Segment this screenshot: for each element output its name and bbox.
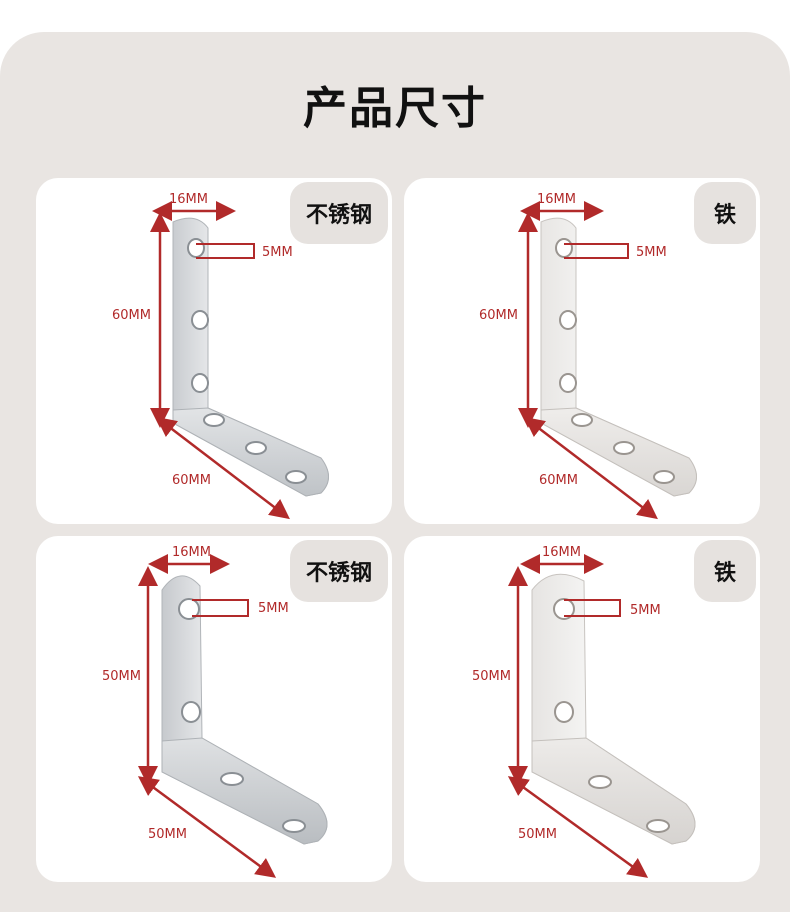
- length-label: 60MM: [539, 473, 578, 488]
- product-card-iron-60: 16MM 5MM 60MM 60MM 铁: [404, 178, 760, 524]
- material-badge: 不锈钢: [289, 540, 388, 602]
- material-badge: 不锈钢: [289, 182, 388, 244]
- hole-label: 5MM: [630, 603, 661, 618]
- dimension-lines: [507, 554, 649, 878]
- bracket-diagram: 16MM 5MM 60MM 60MM: [479, 192, 697, 520]
- product-card-iron-50: 16MM 5MM 50MM 50MM 铁: [404, 536, 760, 882]
- hole-label: 5MM: [258, 601, 289, 616]
- product-card-stainless-60: 16MM 5MM 60MM 60MM 不锈钢: [36, 178, 392, 524]
- bracket-diagram: 16MM 5MM 50MM 50MM: [102, 545, 328, 878]
- height-label: 50MM: [102, 669, 141, 684]
- metal-bracket: [531, 573, 696, 845]
- height-label: 50MM: [472, 669, 511, 684]
- dimension-lines: [137, 554, 277, 878]
- bracket-diagram: 16MM 5MM 50MM 50MM: [472, 545, 696, 878]
- length-label: 60MM: [172, 473, 211, 488]
- metal-bracket: [540, 217, 697, 497]
- height-label: 60MM: [112, 308, 151, 323]
- material-badge: 铁: [694, 540, 756, 602]
- height-label: 60MM: [479, 308, 518, 323]
- bracket-diagram: 16MM 5MM 60MM 60MM: [112, 192, 329, 520]
- length-label: 50MM: [518, 827, 557, 842]
- width-label: 16MM: [537, 192, 576, 207]
- hole-label: 5MM: [262, 245, 293, 260]
- width-label: 16MM: [172, 545, 211, 560]
- material-badge: 铁: [694, 182, 756, 244]
- page-title: 产品尺寸: [303, 83, 487, 134]
- dimension-lines: [150, 201, 290, 520]
- length-label: 50MM: [148, 827, 187, 842]
- hole-label: 5MM: [636, 245, 667, 260]
- width-label: 16MM: [542, 545, 581, 560]
- metal-bracket: [172, 217, 329, 497]
- dimension-lines: [518, 201, 658, 520]
- product-card-stainless-50: 16MM 5MM 50MM 50MM 不锈钢: [36, 536, 392, 882]
- width-label: 16MM: [169, 192, 208, 207]
